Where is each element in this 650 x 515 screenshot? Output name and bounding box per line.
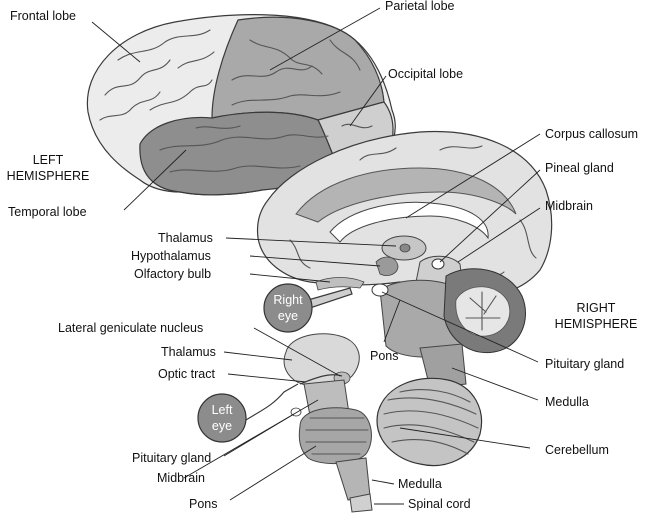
cingulate-region — [295, 167, 517, 223]
label-right-hemisphere-line2: HEMISPHERE — [555, 317, 638, 331]
label-left-eye-line2: eye — [212, 419, 232, 433]
label-spinal-cord: Spinal cord — [408, 497, 471, 511]
label-pituitary-gland-right: Pituitary gland — [545, 357, 624, 371]
label-right-eye-line1: Right — [273, 293, 303, 307]
label-hypothalamus: Hypothalamus — [131, 249, 211, 263]
label-pituitary-gland-left: Pituitary gland — [132, 451, 211, 465]
label-lateral-geniculate-nucleus: Lateral geniculate nucleus — [58, 321, 203, 335]
left-eye — [197, 383, 299, 443]
hypothalamus-region — [375, 256, 399, 276]
labels: Frontal lobe Parietal lobe Occipital lob… — [7, 0, 638, 511]
label-thalamus-top: Thalamus — [158, 231, 213, 245]
right-eye — [263, 283, 353, 333]
label-midbrain-left: Midbrain — [157, 471, 205, 485]
label-pineal-gland: Pineal gland — [545, 161, 614, 175]
pituitary-gland-medial — [371, 283, 389, 297]
label-temporal-lobe: Temporal lobe — [8, 205, 87, 219]
label-optic-tract: Optic tract — [158, 367, 215, 381]
label-right-eye-line2: eye — [278, 309, 298, 323]
corpus-callosum-region — [329, 201, 489, 243]
spinal-cord-isolated — [349, 493, 373, 513]
pons-isolated — [298, 407, 372, 465]
left-hemisphere — [86, 14, 396, 196]
label-pons-middle: Pons — [370, 349, 399, 363]
label-corpus-callosum: Corpus callosum — [545, 127, 638, 141]
label-cerebellum: Cerebellum — [545, 443, 609, 457]
arbor-vitae — [455, 286, 511, 337]
isolated-cerebellum — [376, 377, 482, 466]
label-parietal-lobe: Parietal lobe — [385, 0, 455, 13]
right-brainstem — [315, 255, 526, 389]
label-left-eye-line1: Left — [212, 403, 233, 417]
medulla-medial — [419, 343, 467, 389]
label-olfactory-bulb: Olfactory bulb — [134, 267, 211, 281]
isolated-brainstem — [283, 333, 373, 513]
cerebellum-isolated — [376, 377, 482, 466]
label-left-hemisphere-line1: LEFT — [33, 153, 64, 167]
label-right-hemisphere-line1: RIGHT — [577, 301, 616, 315]
leader-lines — [91, 7, 541, 505]
label-medulla-bottom: Medulla — [398, 477, 442, 491]
olfactory-bulb-medial — [315, 277, 365, 291]
label-left-hemisphere-line2: HEMISPHERE — [7, 169, 90, 183]
label-thalamus-bottom: Thalamus — [161, 345, 216, 359]
parietal-lobe-region — [211, 16, 385, 121]
label-medulla-right: Medulla — [545, 395, 589, 409]
label-frontal-lobe: Frontal lobe — [10, 9, 76, 23]
label-midbrain-right: Midbrain — [545, 199, 593, 213]
label-occipital-lobe: Occipital lobe — [388, 67, 463, 81]
medulla-isolated — [335, 457, 371, 501]
label-pons-bottom: Pons — [189, 497, 218, 511]
